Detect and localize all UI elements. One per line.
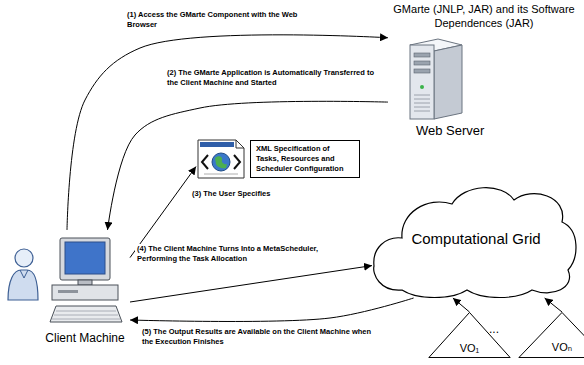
node-label: VOₙ [518, 341, 584, 354]
xml-node: XML Specification of Tasks, Resources an… [196, 138, 364, 182]
xml-document-icon-part [234, 155, 240, 169]
user-icon [8, 249, 38, 300]
flow-arrow [545, 298, 562, 312]
tri-node: VOₙ [518, 312, 584, 358]
computer-icon-part [78, 280, 92, 285]
node-heading: GMarte (JNLP, JAR) and its Software Depe… [388, 2, 580, 30]
server-icon-part [414, 95, 430, 96]
server-icon-part [414, 69, 430, 73]
server-icon [392, 37, 468, 121]
xml-document-icon-part [236, 140, 244, 148]
computer-icon-part [58, 290, 78, 293]
computer-icon-part [52, 319, 120, 320]
user-icon-part [8, 270, 38, 300]
computer-icon-part [50, 306, 122, 322]
triangle-outline-part [429, 312, 510, 357]
client-node: Client Machine [40, 230, 130, 350]
server-icon-part [414, 99, 430, 100]
server-icon-part [434, 45, 462, 119]
server-icon-part [420, 85, 424, 89]
node-label: Client Machine [40, 331, 130, 345]
step-label: (2) The GMarte Application is Automatica… [165, 68, 381, 87]
spec-box: XML Specification of Tasks, Resources an… [250, 140, 360, 178]
step-label: (1) Access the GMarte Component with the… [125, 10, 307, 29]
triangle-outline-part [519, 312, 584, 357]
server-icon-part [414, 107, 430, 108]
computer-icon-part [54, 315, 118, 316]
xml-document-icon [196, 138, 246, 180]
user-icon-part [15, 249, 33, 267]
xml-document-icon-part [215, 156, 227, 168]
flow-arrow [453, 298, 470, 312]
computer-icon [40, 232, 130, 330]
server-icon-part [414, 103, 430, 104]
node-label: Web Server [416, 123, 484, 138]
node-label: VO₁ [428, 342, 511, 354]
flow-arrow [108, 101, 389, 230]
server-icon-part [410, 45, 434, 119]
step-label: (3) The User Specifies [190, 189, 306, 199]
server-icon-part [414, 53, 430, 57]
flow-arrow [130, 298, 414, 321]
server-icon-part [414, 61, 430, 65]
xml-document-icon-part [204, 174, 238, 175]
cloud-node: Computational Grid [372, 178, 580, 298]
user-icon-part [20, 270, 28, 278]
step-label: (5) The Output Results are Available on … [140, 327, 376, 346]
computer-icon-part [60, 238, 110, 280]
server-icon-part [414, 111, 430, 112]
flow-arrow [130, 266, 372, 302]
ellipsis-label: ... [489, 322, 499, 336]
triangle-outline [518, 312, 584, 358]
step-label: (4) The Client Machine Turns Into a Meta… [135, 244, 354, 263]
computer-icon-part [65, 242, 105, 274]
node-label: XML Specification of Tasks, Resources an… [256, 144, 354, 174]
server-node: GMarte (JNLP, JAR) and its Software Depe… [388, 2, 580, 145]
xml-document-icon-part [212, 153, 230, 171]
node-label: Computational Grid [411, 230, 540, 247]
cloud-outline-part [374, 188, 576, 298]
xml-document-icon-part [202, 155, 208, 169]
xml-document-icon-part [200, 142, 234, 147]
computer-icon-part [56, 311, 116, 312]
xml-document-icon-part [198, 140, 244, 178]
flow-arrow [67, 35, 388, 230]
computer-icon-part [52, 285, 118, 300]
